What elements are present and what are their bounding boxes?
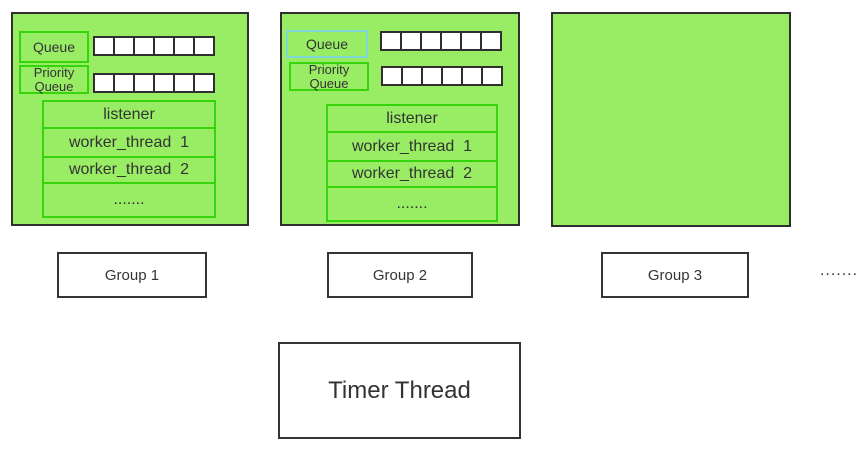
group-2-priority-queue-cells-row — [381, 66, 503, 86]
queue-cell — [441, 66, 463, 86]
queue-cell — [400, 31, 422, 51]
queue-cell — [113, 36, 135, 56]
group-2-thread-table: listener worker_thread 1 worker_thread 2… — [326, 104, 498, 222]
group-1-box: Queue Priority Queue listener worker_thr… — [11, 12, 249, 226]
group-2-box: Queue Priority Queue listener worker_thr… — [280, 12, 520, 226]
queue-cell — [380, 31, 402, 51]
queue-cell — [93, 36, 115, 56]
queue-cell — [481, 66, 503, 86]
queue-cell — [480, 31, 502, 51]
group-3-box — [551, 12, 791, 227]
group-2-label-box: Group 2 — [327, 252, 473, 298]
group-1-worker-thread-1-row: worker_thread 1 — [44, 127, 214, 156]
queue-cell — [420, 31, 442, 51]
group-1-label: Group 1 — [104, 266, 160, 284]
queue-cell — [133, 73, 155, 93]
group-1-queue-label-box: Queue — [19, 31, 89, 63]
group-3-label-box: Group 3 — [601, 252, 749, 298]
queue-cell — [461, 66, 483, 86]
group-1-priority-queue-label-box: Priority Queue — [19, 65, 89, 94]
queue-cell — [193, 36, 215, 56]
group-2-listener-row: listener — [386, 109, 438, 127]
group-1-label-box: Group 1 — [57, 252, 207, 298]
queue-cell — [153, 73, 175, 93]
queue-cell — [113, 73, 135, 93]
queue-cell — [401, 66, 423, 86]
group-2-worker-thread-1-row: worker_thread 1 — [328, 131, 496, 160]
queue-cell — [421, 66, 443, 86]
group-1-priority-queue-label: Priority Queue — [33, 64, 75, 94]
queue-cell — [440, 31, 462, 51]
group-2-queue-label-box: Queue — [286, 30, 368, 58]
queue-cell — [460, 31, 482, 51]
queue-cell — [93, 73, 115, 93]
group-2-more-threads-row: ....... — [328, 186, 496, 220]
timer-thread-label: Timer Thread — [328, 376, 471, 404]
queue-cell — [173, 36, 195, 56]
queue-cell — [381, 66, 403, 86]
group-1-queue-cells-row — [93, 36, 215, 56]
group-1-more-threads-row: ....... — [44, 182, 214, 216]
group-1-listener-row: listener — [103, 105, 155, 123]
group-1-worker-thread-2-row: worker_thread 2 — [44, 156, 214, 182]
group-2-label: Group 2 — [372, 266, 428, 284]
more-groups-ellipsis: ....... — [819, 262, 859, 279]
group-1-priority-queue-cells-row — [93, 73, 215, 93]
group-2-queue-label: Queue — [305, 35, 349, 52]
group-2-worker-thread-2-row: worker_thread 2 — [328, 160, 496, 186]
group-3-label: Group 3 — [647, 266, 703, 284]
group-2-queue-cells-row — [380, 31, 502, 51]
group-1-thread-table: listener worker_thread 1 worker_thread 2… — [42, 100, 216, 218]
timer-thread-box: Timer Thread — [278, 342, 521, 439]
queue-cell — [173, 73, 195, 93]
queue-cell — [153, 36, 175, 56]
queue-cell — [133, 36, 155, 56]
group-1-queue-label: Queue — [32, 38, 76, 55]
group-2-priority-queue-label: Priority Queue — [308, 61, 350, 91]
queue-cell — [193, 73, 215, 93]
group-2-priority-queue-label-box: Priority Queue — [289, 62, 369, 91]
